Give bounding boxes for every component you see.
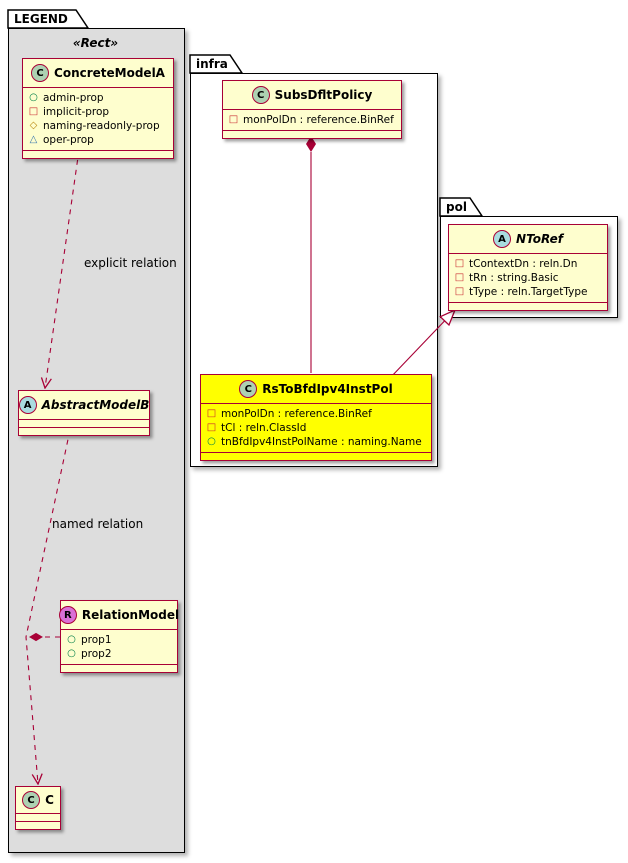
- attributes-section: □ monPolDn : reference.BinRef □ tCl : re…: [201, 403, 431, 452]
- visibility-private-icon: □: [206, 408, 217, 419]
- visibility-private-icon: □: [454, 258, 465, 269]
- package-legend-title: LEGEND: [14, 12, 68, 26]
- attribute-row: □ tRn : string.Basic: [454, 271, 602, 285]
- visibility-public-icon: ○: [207, 436, 216, 447]
- class-rs-to-bfd-ipv4-inst-pol: C RsToBfdIpv4InstPol □ monPolDn : refere…: [200, 374, 432, 461]
- class-abstract-model-b: A AbstractModelB: [18, 390, 150, 436]
- class-header: A AbstractModelB: [18, 391, 150, 419]
- attribute-text: monPolDn : reference.BinRef: [243, 114, 394, 126]
- class-header: A NToRef: [449, 225, 607, 253]
- methods-section-empty: [223, 130, 401, 138]
- attribute-row: □ monPolDn : reference.BinRef: [206, 407, 426, 421]
- class-name: AbstractModelB: [41, 398, 150, 412]
- attribute-text: tContextDn : reln.Dn: [469, 258, 578, 270]
- package-pol-title: pol: [446, 200, 467, 214]
- attribute-text: prop1: [81, 634, 112, 646]
- visibility-private-icon: □: [454, 286, 465, 297]
- class-header: C C: [16, 787, 60, 813]
- attribute-row: □ tCl : reln.ClassId: [206, 421, 426, 435]
- visibility-private-icon: □: [454, 272, 465, 283]
- attribute-text: prop2: [81, 648, 112, 660]
- visibility-public-icon: ○: [67, 634, 76, 645]
- attribute-text: oper-prop: [43, 134, 94, 146]
- class-name: RsToBfdIpv4InstPol: [262, 382, 393, 396]
- methods-section-empty: [16, 821, 60, 829]
- attribute-row: □ tContextDn : reln.Dn: [454, 257, 602, 271]
- class-concrete-model-a: C ConcreteModelA ○ admin-prop □ implicit…: [22, 58, 174, 159]
- abstract-spot-icon: A: [18, 396, 37, 414]
- class-relation-model: R RelationModel ○ prop1 ○ prop2: [58, 600, 180, 673]
- attribute-row: ○ prop1: [66, 633, 172, 647]
- attribute-row: ◇ naming-readonly-prop: [28, 119, 168, 133]
- attribute-text: monPolDn : reference.BinRef: [221, 408, 372, 420]
- attribute-text: admin-prop: [43, 92, 104, 104]
- class-c: C C: [15, 786, 61, 830]
- attributes-section: □ monPolDn : reference.BinRef: [223, 109, 401, 130]
- attribute-row: □ implicit-prop: [28, 105, 168, 119]
- methods-section-empty: [201, 452, 431, 460]
- class-name: ConcreteModelA: [54, 66, 165, 80]
- attribute-row: ○ prop2: [66, 647, 172, 661]
- attribute-row: ○ tnBfdIpv4InstPolName : naming.Name: [206, 435, 426, 449]
- visibility-protected-icon: ◇: [29, 120, 38, 131]
- attributes-section: ○ admin-prop □ implicit-prop ◇ naming-re…: [23, 87, 173, 150]
- visibility-private-icon: □: [228, 114, 239, 125]
- methods-section-empty: [23, 150, 173, 158]
- class-subs-dflt-policy: C SubsDfltPolicy □ monPolDn : reference.…: [222, 80, 402, 139]
- class-name: NToRef: [516, 232, 563, 246]
- class-spot-icon: C: [31, 64, 50, 82]
- class-header: C ConcreteModelA: [23, 59, 173, 87]
- class-spot-icon: C: [239, 380, 258, 398]
- methods-section-empty: [19, 427, 149, 435]
- attributes-section: □ tContextDn : reln.Dn □ tRn : string.Ba…: [449, 253, 607, 302]
- methods-section-empty: [449, 302, 607, 310]
- class-name: SubsDfltPolicy: [274, 88, 373, 102]
- class-n-to-ref: A NToRef □ tContextDn : reln.Dn □ tRn : …: [448, 224, 608, 311]
- class-header: R RelationModel: [58, 601, 180, 629]
- abstract-spot-icon: A: [493, 230, 512, 248]
- attribute-text: naming-readonly-prop: [43, 120, 160, 132]
- visibility-public-icon: ○: [67, 648, 76, 659]
- visibility-public-icon: ○: [29, 92, 38, 103]
- package-infra-title: infra: [196, 57, 228, 71]
- attribute-text: tType : reln.TargetType: [469, 286, 588, 298]
- attribute-text: tRn : string.Basic: [469, 272, 559, 284]
- attribute-text: implicit-prop: [43, 106, 110, 118]
- attribute-row: □ monPolDn : reference.BinRef: [228, 113, 396, 127]
- methods-section-empty: [61, 664, 177, 672]
- attribute-row: □ tType : reln.TargetType: [454, 285, 602, 299]
- visibility-private-icon: □: [206, 422, 217, 433]
- explicit-relation-label: explicit relation: [84, 256, 177, 270]
- visibility-private-icon: □: [28, 106, 39, 117]
- class-spot-icon: C: [22, 791, 41, 809]
- visibility-package-icon: △: [29, 134, 38, 145]
- legend-stereotype: «Rect»: [72, 36, 119, 50]
- attributes-section-empty: [19, 419, 149, 427]
- attributes-section: ○ prop1 ○ prop2: [61, 629, 177, 664]
- attribute-row: △ oper-prop: [28, 133, 168, 147]
- attribute-text: tCl : reln.ClassId: [221, 422, 307, 434]
- class-header: C RsToBfdIpv4InstPol: [201, 375, 431, 403]
- named-relation-label: named relation: [52, 517, 144, 531]
- class-name: C: [45, 793, 54, 807]
- class-name: RelationModel: [81, 608, 180, 622]
- attributes-section-empty: [16, 813, 60, 821]
- class-spot-icon: C: [251, 86, 270, 104]
- class-header: C SubsDfltPolicy: [223, 81, 401, 109]
- relation-spot-icon: R: [58, 606, 77, 624]
- attribute-text: tnBfdIpv4InstPolName : naming.Name: [221, 436, 422, 448]
- attribute-row: ○ admin-prop: [28, 91, 168, 105]
